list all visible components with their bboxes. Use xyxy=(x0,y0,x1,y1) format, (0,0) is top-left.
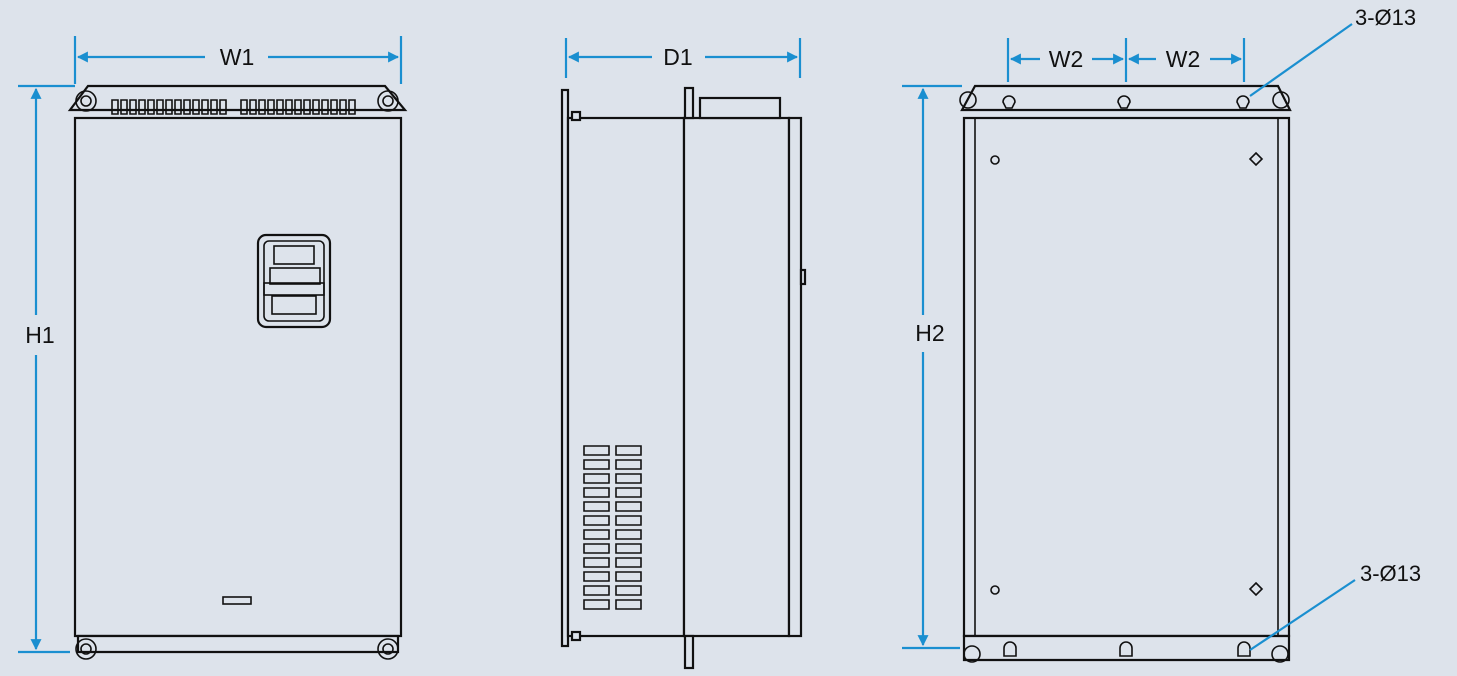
bottom-hole-note: 3-Ø13 xyxy=(1360,561,1421,586)
front-view xyxy=(67,84,408,660)
h2-dimension: H2 xyxy=(902,84,962,650)
screw-icon xyxy=(990,585,1000,595)
w2-right-label: W2 xyxy=(1166,46,1201,72)
w1-label: W1 xyxy=(220,44,255,70)
back-view xyxy=(959,84,1292,663)
mounting-hole-top-1 xyxy=(1002,95,1016,109)
w2-left-label: W2 xyxy=(1049,46,1084,72)
h1-dimension: H1 xyxy=(18,84,75,654)
w1-dimension: W1 xyxy=(73,36,403,84)
side-view xyxy=(560,86,807,670)
screw-icon xyxy=(1248,581,1264,597)
d1-dimension: D1 xyxy=(564,38,802,78)
mounting-hole-top-3 xyxy=(1236,95,1250,109)
top-hole-note: 3-Ø13 xyxy=(1355,5,1416,30)
keypad-panel xyxy=(256,233,332,329)
cooling-fins xyxy=(111,99,356,115)
side-vents xyxy=(583,445,642,610)
h2-label: H2 xyxy=(915,320,944,346)
screw-icon xyxy=(990,155,1000,165)
w2-dimension: W2 W2 xyxy=(1006,38,1246,82)
screw-icon xyxy=(1248,151,1264,167)
h1-label: H1 xyxy=(25,322,54,348)
front-slot xyxy=(222,596,252,605)
mounting-hole-top-2 xyxy=(1117,95,1131,109)
hole-callouts: 3-Ø13 3-Ø13 xyxy=(1249,5,1421,651)
d1-label: D1 xyxy=(663,44,692,70)
